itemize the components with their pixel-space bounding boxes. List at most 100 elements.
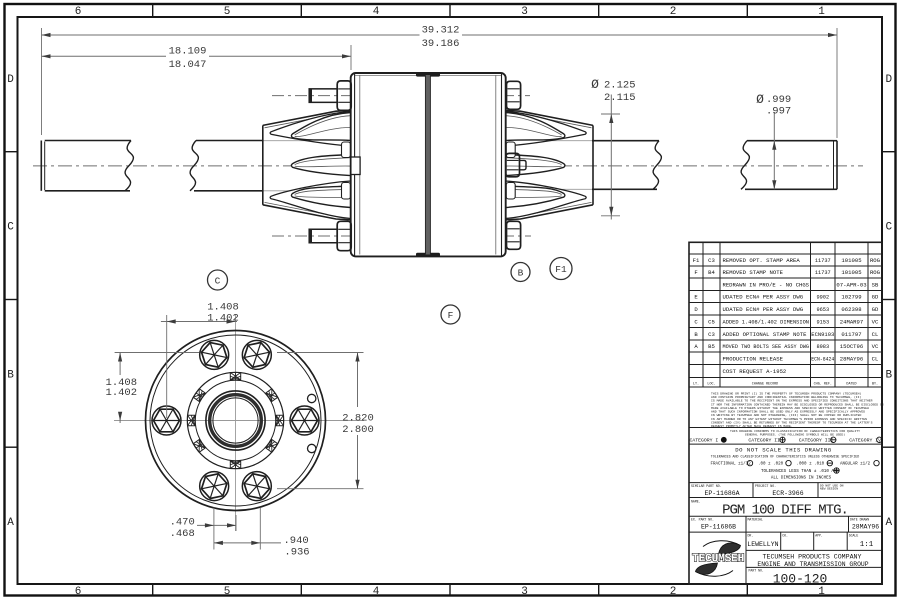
svg-text:9153: 9153: [816, 319, 829, 325]
svg-text:062398: 062398: [841, 306, 861, 313]
svg-text:.936: .936: [284, 547, 309, 559]
svg-text:4: 4: [373, 586, 380, 598]
svg-text:ROG: ROG: [870, 257, 881, 264]
svg-text:B: B: [694, 331, 698, 338]
svg-text:B4: B4: [708, 269, 715, 276]
svg-text:1.402: 1.402: [207, 312, 239, 324]
svg-text:REDRAWN IN PRO/E - NO CHGS: REDRAWN IN PRO/E - NO CHGS: [723, 281, 810, 288]
svg-text:4: 4: [373, 6, 380, 18]
svg-text:AND CONTAINS PROPRIETARY AND C: AND CONTAINS PROPRIETARY AND CONFIDENTIA…: [711, 395, 862, 399]
svg-text:101005: 101005: [841, 257, 861, 264]
svg-text:A: A: [694, 343, 698, 350]
svg-text:9902: 9902: [816, 295, 829, 301]
svg-text:6: 6: [75, 6, 82, 18]
svg-text:1.402: 1.402: [106, 387, 138, 399]
svg-text:18.047: 18.047: [169, 59, 207, 71]
svg-text:VC: VC: [872, 318, 879, 325]
svg-text:B: B: [518, 267, 524, 278]
svg-text:PROJECT NO.: PROJECT NO.: [755, 484, 776, 488]
svg-text:DATED: DATED: [846, 383, 856, 387]
svg-text:.470: .470: [170, 517, 195, 529]
svg-text:EP-11686A: EP-11686A: [704, 490, 739, 497]
svg-text:F1: F1: [555, 264, 567, 275]
svg-text:CL: CL: [872, 355, 879, 362]
svg-text:TECUMSEH: TECUMSEH: [692, 553, 745, 566]
svg-text:2: 2: [670, 586, 677, 598]
svg-text:5: 5: [224, 6, 231, 18]
svg-text:TECUMSEH PRODUCTS COMPANY: TECUMSEH PRODUCTS COMPANY: [763, 554, 862, 561]
svg-text:NEW DESIGN: NEW DESIGN: [820, 488, 838, 491]
svg-text:TOLERANCES AND CLASSIFICATION: TOLERANCES AND CLASSIFICATION OF CHARACT…: [711, 454, 859, 458]
svg-text:PRODUCTION RELEASE: PRODUCTION RELEASE: [723, 355, 784, 362]
svg-text:MATERIAL: MATERIAL: [748, 517, 763, 521]
svg-text:011797: 011797: [841, 331, 861, 338]
svg-text:SCALE: SCALE: [849, 533, 859, 537]
svg-text:9653: 9653: [816, 307, 829, 313]
svg-text:DO NOT SCALE THIS DRAWING: DO NOT SCALE THIS DRAWING: [735, 446, 832, 453]
svg-text:DATE DRAWN: DATE DRAWN: [850, 517, 869, 521]
svg-text:15OCT96: 15OCT96: [840, 343, 864, 350]
svg-text:UDATED ECN# PER ASSY DWG: UDATED ECN# PER ASSY DWG: [723, 294, 804, 301]
svg-text:2.125: 2.125: [604, 80, 636, 92]
svg-text:THIS DRAWING CONFORMS TO CLASS: THIS DRAWING CONFORMS TO CLASSIFICATION …: [730, 429, 860, 433]
svg-text:MOVED TWO BOLTS SEE ASSY DWG: MOVED TWO BOLTS SEE ASSY DWG: [723, 343, 810, 350]
svg-text:39.312: 39.312: [422, 24, 460, 36]
svg-text:.997: .997: [766, 105, 791, 117]
svg-text:REQUEST PROMPTLY AFTER SUCH RE: REQUEST PROMPTLY AFTER SUCH REQUEST IS M…: [711, 424, 793, 428]
svg-text:.468: .468: [170, 528, 195, 540]
svg-text:THIS DRAWING OR PRINT (I) IS T: THIS DRAWING OR PRINT (I) IS THE PROPERT…: [711, 391, 862, 395]
svg-text:.999: .999: [766, 94, 791, 106]
svg-text:COST REQUEST A-1952: COST REQUEST A-1952: [723, 368, 787, 375]
svg-text:AND THAT SUCH INFORMATION SHAL: AND THAT SUCH INFORMATION SHALL BE USED …: [711, 410, 865, 414]
svg-text:PGM 100 DIFF MTG.: PGM 100 DIFF MTG.: [722, 503, 848, 519]
svg-text:LEWELLYN: LEWELLYN: [747, 541, 778, 548]
svg-text:LT.: LT.: [693, 383, 699, 387]
svg-text:A: A: [7, 517, 14, 529]
svg-text:28MAY96: 28MAY96: [852, 523, 879, 530]
svg-text:CATEGORY III: CATEGORY III: [799, 438, 834, 444]
svg-text:ADDED 1.408/1.402 DIMENSION: ADDED 1.408/1.402 DIMENSION: [723, 318, 810, 325]
svg-text:6: 6: [75, 586, 82, 598]
svg-text:1: 1: [818, 6, 825, 18]
svg-text:11737: 11737: [815, 270, 831, 276]
svg-text:ROG: ROG: [870, 269, 881, 276]
svg-text:39.186: 39.186: [422, 38, 460, 50]
svg-text:GENERAL PURPOSES. (THE FOLLOWI: GENERAL PURPOSES. (THE FOLLOWING SYMBOLS…: [745, 433, 845, 437]
svg-text:CL: CL: [872, 331, 879, 338]
svg-text:3: 3: [521, 6, 528, 18]
svg-text:11737: 11737: [815, 258, 831, 264]
svg-text:B5: B5: [708, 343, 715, 350]
svg-text:IT NOR THE INFORMATION CONTAIN: IT NOR THE INFORMATION CONTAINED THEREIN…: [711, 402, 884, 406]
svg-text:PART NO.: PART NO.: [749, 569, 764, 573]
svg-text:3: 3: [521, 586, 528, 598]
svg-text:NAME.: NAME.: [691, 499, 701, 503]
svg-text:Ø: Ø: [756, 92, 764, 107]
svg-text:DR.: DR.: [748, 533, 754, 537]
svg-text:ENGINE AND TRANSMISSION GROUP: ENGINE AND TRANSMISSION GROUP: [757, 561, 868, 568]
svg-text:C3: C3: [708, 257, 715, 264]
svg-text:CK.: CK.: [782, 533, 788, 537]
svg-text:F: F: [448, 310, 454, 321]
svg-text:GD: GD: [872, 306, 879, 313]
svg-text:IN ANY MANNER OR TO ANY EXTENT: IN ANY MANNER OR TO ANY EXTENT WITHOUT T…: [711, 417, 867, 421]
svg-text:.940: .940: [283, 535, 308, 547]
svg-text:ECR-3966: ECR-3966: [772, 490, 803, 497]
svg-text:8983: 8983: [816, 344, 829, 350]
svg-text:101005: 101005: [841, 269, 861, 276]
svg-text:100-120: 100-120: [773, 572, 828, 587]
svg-text:ANGULAR ±1/2: ANGULAR ±1/2: [840, 462, 871, 467]
svg-text:SIMILAR PART NO.: SIMILAR PART NO.: [691, 484, 722, 488]
svg-text:102799: 102799: [841, 294, 861, 301]
svg-text:C: C: [885, 222, 892, 234]
svg-text:ECN-8424: ECN-8424: [811, 356, 834, 362]
svg-text:D: D: [7, 74, 14, 86]
svg-text:28MAY96: 28MAY96: [840, 355, 864, 362]
svg-text:GD: GD: [872, 294, 879, 301]
svg-text:18.109: 18.109: [169, 45, 207, 57]
svg-text:Ø: Ø: [591, 77, 599, 92]
svg-text:C: C: [215, 275, 221, 286]
svg-text:ADDED OPTIONAL STAMP NOTE: ADDED OPTIONAL STAMP NOTE: [723, 331, 808, 338]
svg-text:F1: F1: [693, 257, 700, 264]
svg-text:ALL DIMENSIONS IN INCHES: ALL DIMENSIONS IN INCHES: [771, 476, 832, 480]
svg-text:2.820: 2.820: [342, 412, 374, 424]
